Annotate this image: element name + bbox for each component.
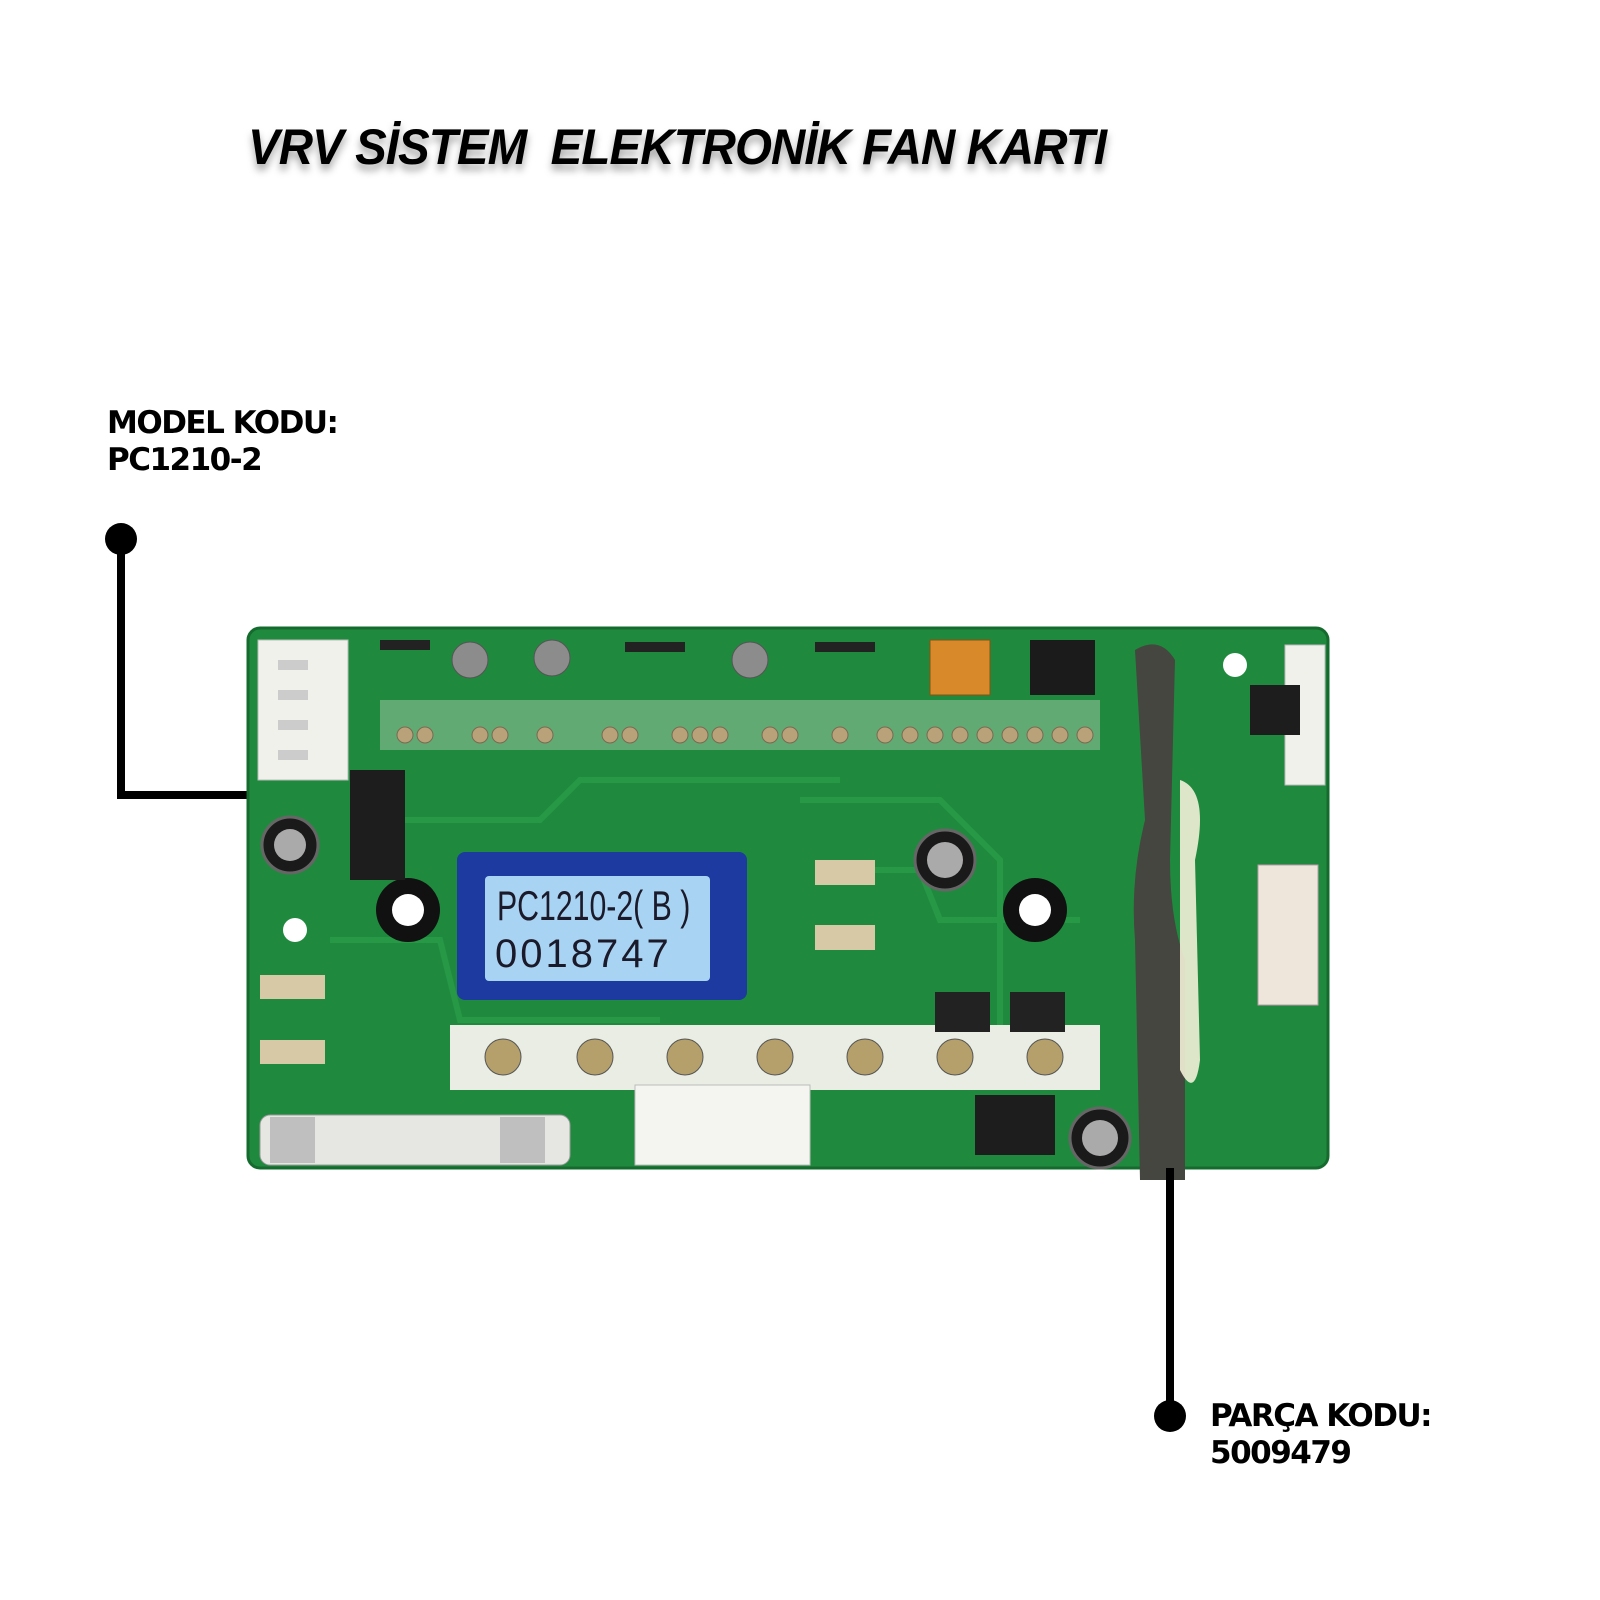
sticker-serial-text: 0018747: [495, 932, 672, 976]
part-callout-dot: [1154, 1400, 1186, 1432]
model-callout-line-vertical: [117, 539, 125, 799]
part-callout-line: [1166, 1168, 1174, 1418]
part-code-value: 5009479: [1210, 1435, 1352, 1471]
page-title: VRV SİSTEM ELEKTRONİK FAN KARTI: [248, 119, 1107, 175]
board-model-sticker: PC1210-2( B ) 0018747: [457, 852, 747, 1000]
model-code-label: MODEL KODU:: [107, 405, 339, 441]
part-callout-label: PARÇA KODU: 5009479: [1210, 1398, 1433, 1472]
sticker-model-text: PC1210-2( B ): [497, 882, 691, 929]
pcb-board-image: [246, 626, 1330, 1180]
model-callout-label: MODEL KODU: PC1210-2: [107, 405, 339, 479]
part-code-label: PARÇA KODU:: [1210, 1398, 1433, 1434]
model-callout-line-horizontal: [117, 791, 252, 799]
model-code-value: PC1210-2: [107, 442, 263, 478]
